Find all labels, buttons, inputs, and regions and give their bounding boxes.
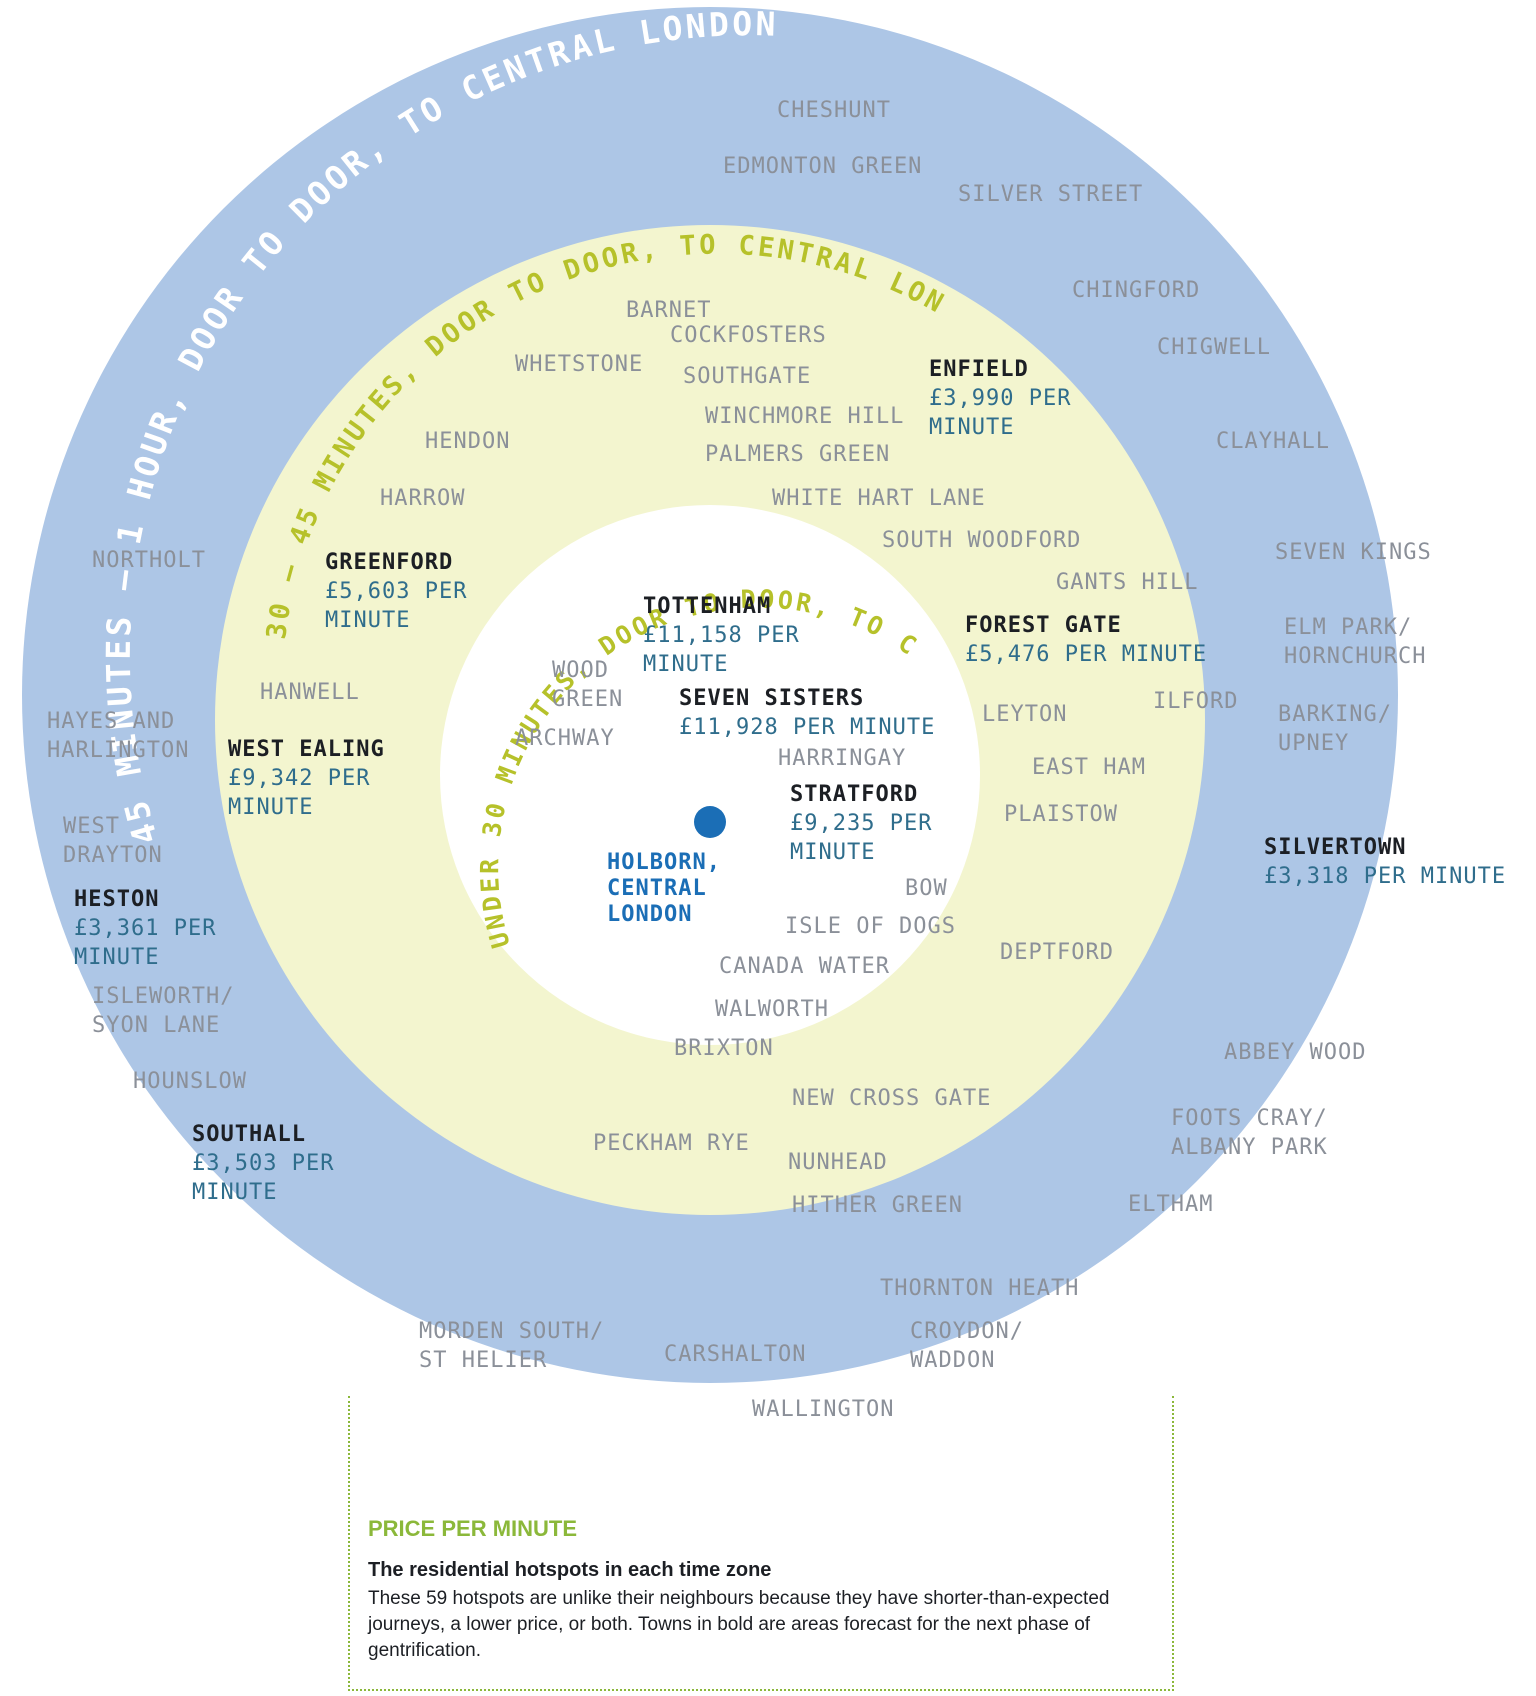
hotspot-forest-gate: FOREST GATE £5,476 PER MINUTE: [965, 611, 1207, 669]
place-hither-green: HITHER GREEN: [792, 1193, 963, 1218]
hotspot-name: HESTON: [74, 887, 160, 912]
place-elm-park-hornchurch: ELM PARK/ HORNCHURCH: [1284, 615, 1427, 669]
place-edmonton-green: EDMONTON GREEN: [723, 154, 923, 179]
place-harrow: HARROW: [380, 486, 466, 511]
place-hounslow: HOUNSLOW: [133, 1069, 247, 1094]
place-plaistow: PLAISTOW: [1004, 802, 1118, 827]
place-carshalton: CARSHALTON: [664, 1342, 807, 1367]
hotspot-name: TOTTENHAM: [643, 594, 772, 619]
place-abbey-wood: ABBEY WOOD: [1224, 1040, 1367, 1065]
place-white-hart-lane: WHITE HART LANE: [772, 486, 986, 511]
legend-body: These 59 hotspots are unlike their neigh…: [368, 1588, 1110, 1661]
place-leyton: LEYTON: [982, 702, 1068, 727]
place-chingford: CHINGFORD: [1072, 278, 1201, 303]
hotspot-price: £11,158 PER MINUTE: [643, 623, 800, 677]
inner-zone-disc: [440, 505, 980, 1045]
place-cheshunt: CHESHUNT: [777, 98, 891, 123]
place-hanwell: HANWELL: [260, 680, 360, 705]
place-seven-kings: SEVEN KINGS: [1275, 540, 1432, 565]
place-isle-of-dogs: ISLE OF DOGS: [785, 914, 956, 939]
hotspot-price: £11,928 PER MINUTE: [679, 715, 936, 740]
hotspot-name: FOREST GATE: [965, 613, 1122, 638]
place-winchmore-hill: WINCHMORE HILL: [705, 404, 905, 429]
place-chigwell: CHIGWELL: [1157, 335, 1271, 360]
place-hayes-and-harlington: HAYES AND HARLINGTON: [47, 709, 190, 763]
place-hendon: HENDON: [425, 429, 511, 454]
hotspot-enfield: ENFIELD £3,990 PER MINUTE: [929, 355, 1071, 442]
place-east-ham: EAST HAM: [1032, 755, 1146, 780]
hotspot-silvertown: SILVERTOWN £3,318 PER MINUTE: [1264, 833, 1506, 891]
hotspot-price: £3,361 PER MINUTE: [74, 916, 217, 970]
legend-subtitle: The residential hotspots in each time zo…: [368, 1559, 772, 1581]
hotspot-southall: SOUTHALL £3,503 PER MINUTE: [192, 1120, 334, 1207]
place-palmers-green: PALMERS GREEN: [705, 442, 891, 467]
place-northolt: NORTHOLT: [92, 548, 206, 573]
place-brixton: BRIXTON: [674, 1036, 774, 1061]
hotspot-name: SEVEN SISTERS: [679, 686, 865, 711]
place-southgate: SOUTHGATE: [683, 364, 812, 389]
hotspot-name: GREENFORD: [325, 550, 454, 575]
place-thornton-heath: THORNTON HEATH: [880, 1276, 1080, 1301]
place-bow: BOW: [905, 876, 948, 901]
hotspot-name: WEST EALING: [228, 737, 385, 762]
place-new-cross-gate: NEW CROSS GATE: [792, 1086, 992, 1111]
place-ilford: ILFORD: [1153, 689, 1239, 714]
hotspot-name: ENFIELD: [929, 357, 1029, 382]
place-wood-green: WOOD GREEN: [552, 658, 624, 712]
place-barnet: BARNET: [626, 298, 712, 323]
place-isleworth-syon-lane: ISLEWORTH/ SYON LANE: [92, 984, 235, 1038]
place-west-drayton: WEST DRAYTON: [63, 814, 163, 868]
place-whetstone: WHETSTONE: [515, 352, 644, 377]
hotspot-price: £3,990 PER MINUTE: [929, 386, 1072, 440]
center-label-holborn: HOLBORN, CENTRAL LONDON: [607, 850, 721, 927]
place-archway: ARCHWAY: [515, 726, 615, 751]
hotspot-price: £9,235 PER MINUTE: [790, 811, 933, 865]
holborn-dot: [694, 806, 726, 838]
place-harringay: HARRINGAY: [778, 746, 907, 771]
place-barking-upney: BARKING/ UPNEY: [1278, 702, 1392, 756]
hotspot-greenford: GREENFORD £5,603 PER MINUTE: [325, 548, 467, 635]
legend-box: PRICE PER MINUTE The residential hotspot…: [348, 1396, 1174, 1691]
hotspot-price: £5,476 PER MINUTE: [965, 642, 1208, 667]
place-nunhead: NUNHEAD: [788, 1150, 888, 1175]
hotspot-stratford: STRATFORD £9,235 PER MINUTE: [790, 780, 932, 867]
place-peckham-rye: PECKHAM RYE: [593, 1131, 750, 1156]
place-south-woodford: SOUTH WOODFORD: [882, 528, 1082, 553]
hotspot-price: £3,503 PER MINUTE: [192, 1151, 335, 1205]
legend-title: PRICE PER MINUTE: [368, 1516, 578, 1541]
place-gants-hill: GANTS HILL: [1056, 570, 1199, 595]
hotspot-price: £3,318 PER MINUTE: [1264, 864, 1507, 889]
hotspot-heston: HESTON £3,361 PER MINUTE: [74, 885, 216, 972]
hotspot-west-ealing: WEST EALING £9,342 PER MINUTE: [228, 735, 385, 822]
hotspot-tottenham: TOTTENHAM £11,158 PER MINUTE: [643, 592, 800, 679]
place-canada-water: CANADA WATER: [719, 954, 890, 979]
hotspot-name: STRATFORD: [790, 782, 919, 807]
place-deptford: DEPTFORD: [1000, 940, 1114, 965]
place-wallington: WALLINGTON: [752, 1397, 895, 1422]
place-cockfosters: COCKFOSTERS: [670, 323, 827, 348]
hotspot-price: £9,342 PER MINUTE: [228, 766, 371, 820]
place-eltham: ELTHAM: [1128, 1192, 1214, 1217]
place-walworth: WALWORTH: [715, 997, 829, 1022]
place-morden-south-st-helier: MORDEN SOUTH/ ST HELIER: [419, 1319, 605, 1373]
place-clayhall: CLAYHALL: [1216, 429, 1330, 454]
place-croydon-waddon: CROYDON/ WADDON: [910, 1319, 1024, 1373]
hotspot-price: £5,603 PER MINUTE: [325, 579, 468, 633]
place-silver-street: SILVER STREET: [958, 182, 1144, 207]
hotspot-name: SOUTHALL: [192, 1122, 306, 1147]
hotspot-seven-sisters: SEVEN SISTERS £11,928 PER MINUTE: [679, 684, 935, 742]
hotspot-name: SILVERTOWN: [1264, 835, 1407, 860]
place-foots-cray-albany-park: FOOTS CRAY/ ALBANY PARK: [1171, 1106, 1328, 1160]
